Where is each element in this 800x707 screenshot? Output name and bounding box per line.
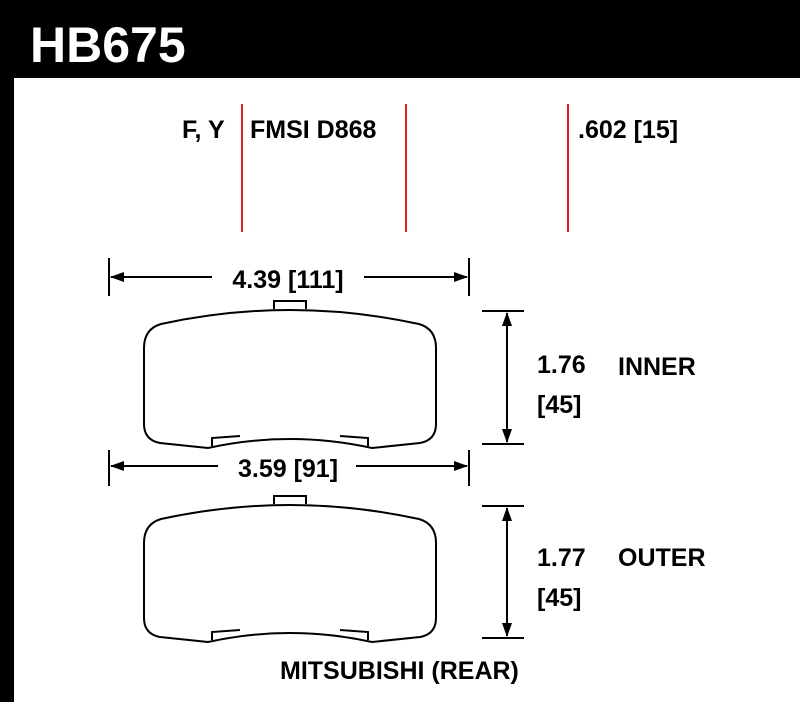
thickness-label: .602 [15]	[578, 116, 678, 144]
outer-pad-bottom-tab-right	[339, 629, 369, 640]
outer-label: OUTER	[618, 544, 706, 572]
outer-height-inches: 1.77	[537, 544, 586, 572]
inner-height-inches: 1.76	[537, 351, 586, 379]
outer-height-mm: [45]	[537, 584, 581, 612]
inner-pad-shape	[143, 300, 437, 449]
header-banner	[0, 0, 800, 78]
outer-pad-shape	[143, 495, 437, 643]
inner-width-label: 4.39 [111]	[232, 266, 343, 294]
fmsi-label: FMSI D868	[250, 116, 377, 144]
inner-pad-top-tab	[273, 300, 307, 309]
part-number-title: HB675	[30, 17, 186, 73]
inner-pad-bottom-tab-right	[339, 435, 369, 446]
inner-height-mm: [45]	[537, 391, 581, 419]
outer-pad-top-tab	[273, 495, 307, 504]
outer-width-label: 3.59 [91]	[238, 455, 338, 483]
outer-pad-bottom-tab-left	[211, 629, 241, 640]
vehicle-label: MITSUBISHI (REAR)	[280, 657, 519, 685]
left-border	[0, 78, 14, 702]
inner-pad-bottom-tab-left	[211, 435, 241, 446]
positions-label: F, Y	[182, 116, 225, 144]
inner-label: INNER	[618, 353, 696, 381]
